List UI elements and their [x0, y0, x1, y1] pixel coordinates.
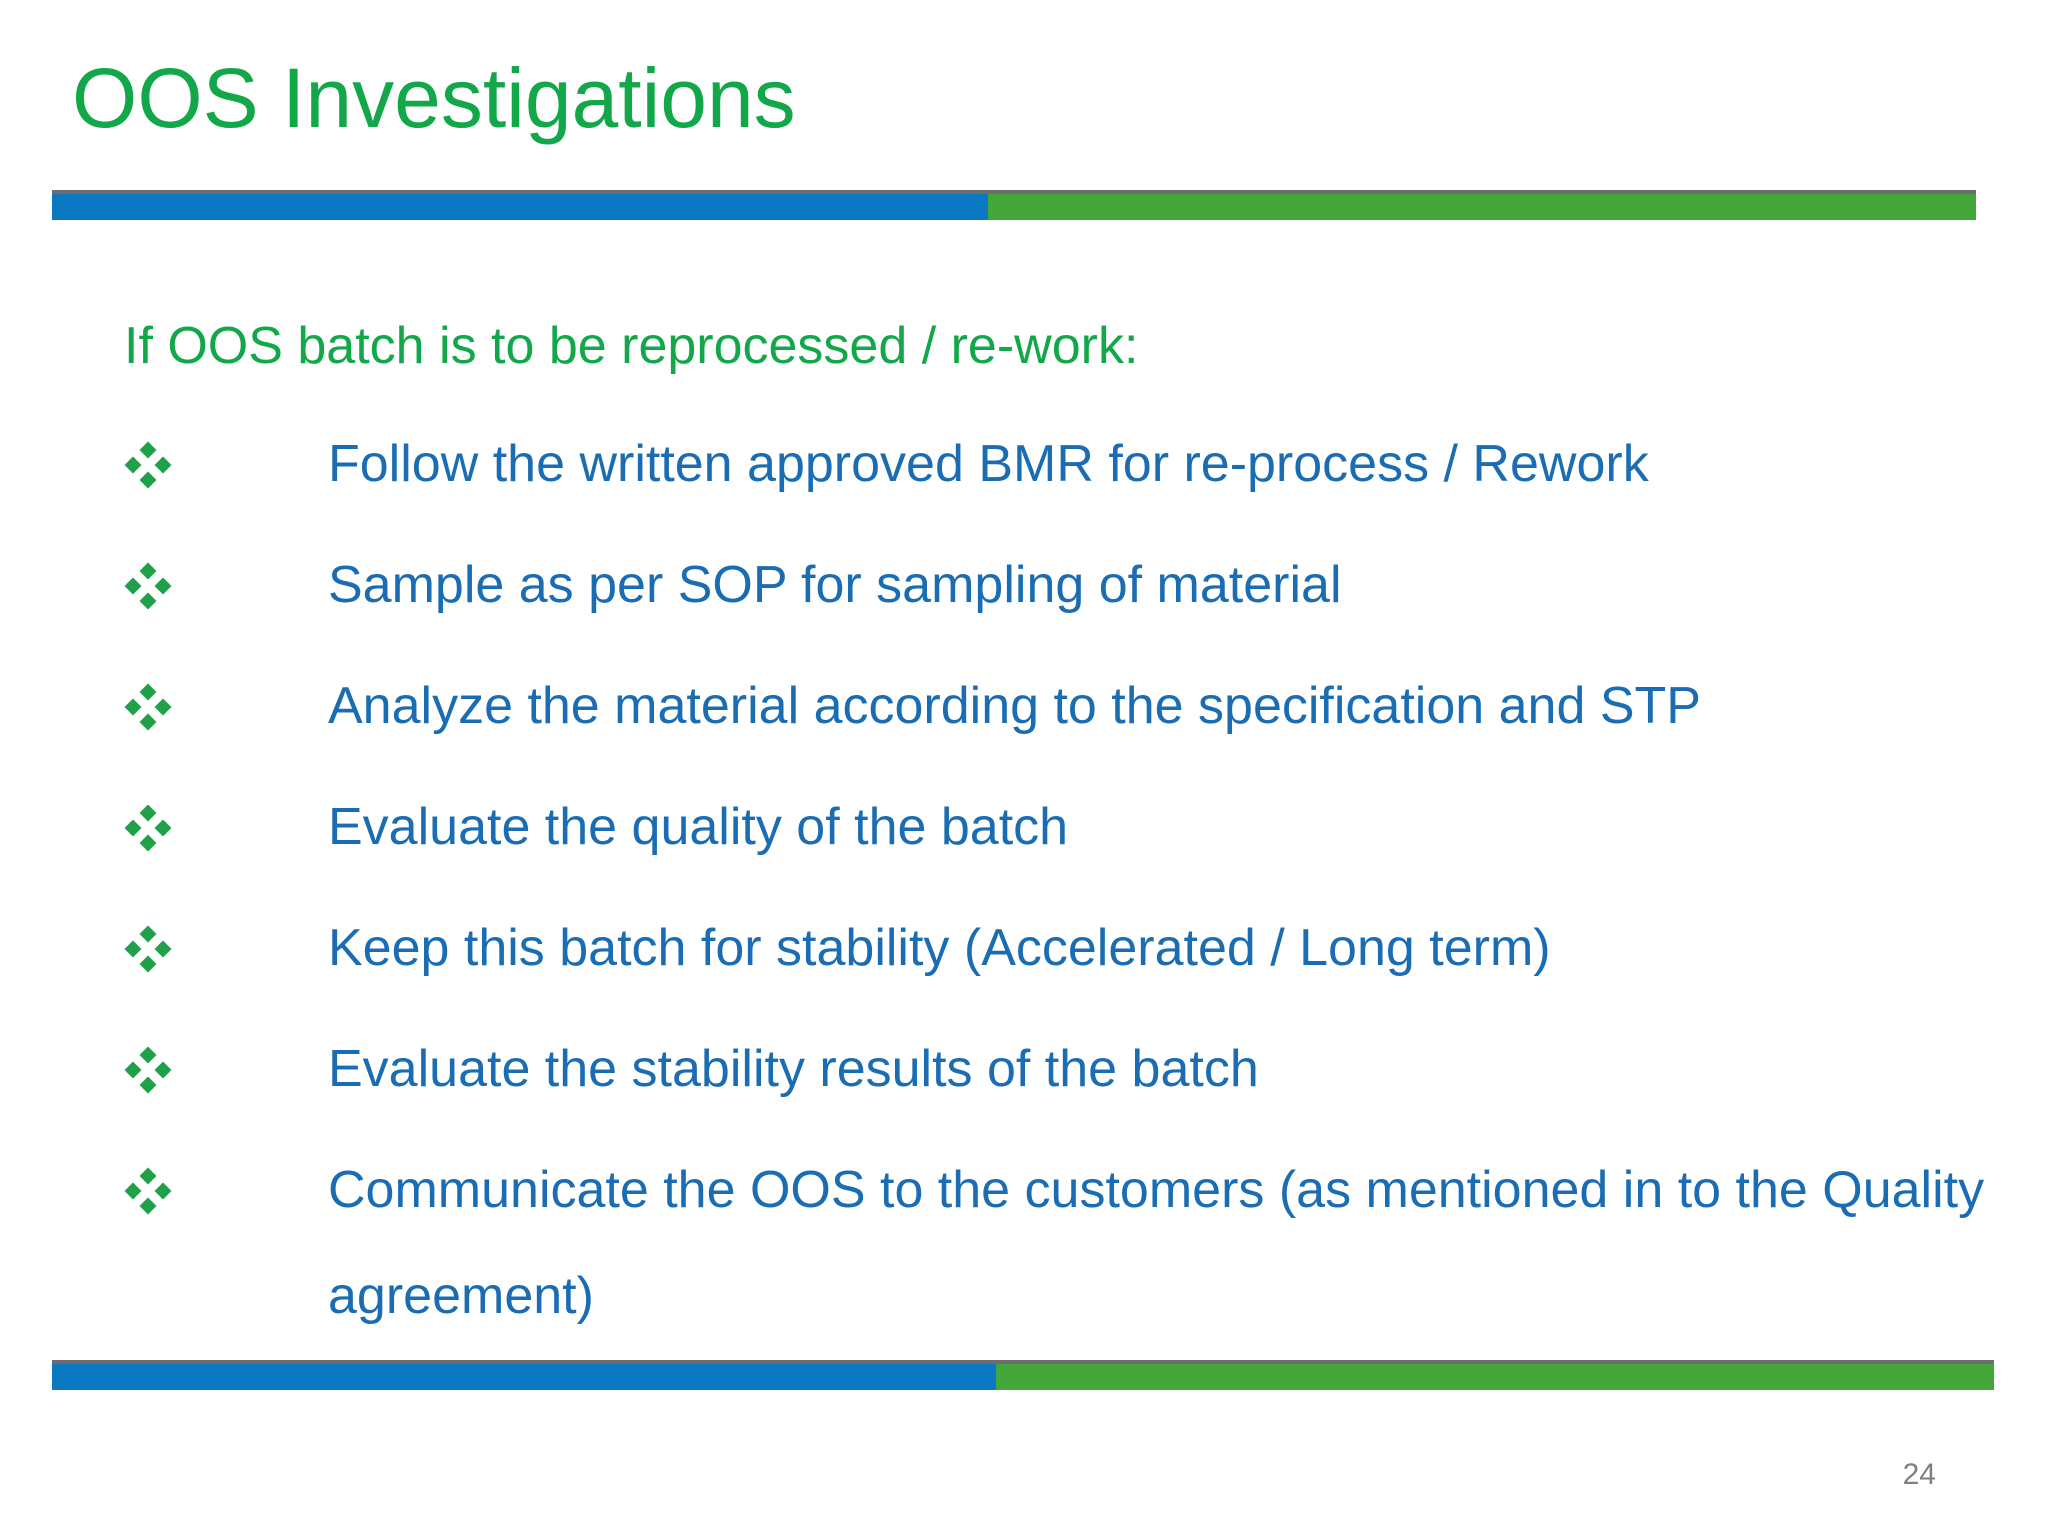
diamond-shape	[139, 592, 157, 610]
diamond-shape	[124, 698, 142, 716]
diamond-shape	[139, 1076, 157, 1094]
diamond-shape	[154, 456, 172, 474]
four-diamond-bullet-icon	[124, 1167, 172, 1215]
diamond-shape	[154, 698, 172, 716]
diamond-shape	[154, 1061, 172, 1079]
four-diamond-bullet-icon	[124, 925, 172, 973]
four-diamond-bullet-icon	[124, 1046, 172, 1094]
diamond-shape	[124, 1182, 142, 1200]
diamond-shape	[139, 925, 157, 943]
diamond-shape	[154, 940, 172, 958]
list-item: Follow the written approved BMR for re-p…	[124, 432, 2024, 553]
bullet-text: Evaluate the quality of the batch	[328, 798, 1069, 856]
slide-title: OOS Investigations	[72, 51, 796, 145]
diamond-shape	[139, 1046, 157, 1064]
divider-green-segment	[996, 1364, 1994, 1390]
diamond-shape	[124, 940, 142, 958]
bullet-text: Communicate the OOS to the customers (as…	[328, 1161, 1985, 1325]
diamond-shape	[139, 471, 157, 489]
bullet-text: Follow the written approved BMR for re-p…	[328, 435, 1649, 493]
bullet-text: Evaluate the stability results of the ba…	[328, 1040, 1259, 1098]
page-number: 24	[1902, 1458, 1936, 1491]
bullet-list: Follow the written approved BMR for re-p…	[124, 432, 2024, 1349]
diamond-shape	[139, 955, 157, 973]
diamond-shape	[139, 713, 157, 731]
diamond-shape	[139, 804, 157, 822]
four-diamond-bullet-icon	[124, 441, 172, 489]
list-item: Keep this batch for stability (Accelerat…	[124, 916, 2024, 1037]
divider-green-segment	[988, 194, 1976, 220]
diamond-shape	[139, 1167, 157, 1185]
bullet-text: Sample as per SOP for sampling of materi…	[328, 556, 1342, 614]
list-item: Evaluate the quality of the batch	[124, 795, 2024, 916]
divider-blue-segment	[52, 194, 988, 220]
four-diamond-bullet-icon	[124, 683, 172, 731]
four-diamond-bullet-icon	[124, 562, 172, 610]
list-item: Sample as per SOP for sampling of materi…	[124, 553, 2024, 674]
diamond-shape	[154, 819, 172, 837]
bullet-text: Analyze the material according to the sp…	[328, 677, 1701, 735]
diamond-shape	[139, 1197, 157, 1215]
list-item: Analyze the material according to the sp…	[124, 674, 2024, 795]
diamond-shape	[124, 1061, 142, 1079]
lead-text: If OOS batch is to be reprocessed / re-w…	[124, 317, 1139, 375]
divider-blue-segment	[52, 1364, 996, 1390]
diamond-shape	[124, 819, 142, 837]
list-item: Evaluate the stability results of the ba…	[124, 1037, 2024, 1158]
diamond-shape	[139, 441, 157, 459]
title-divider	[52, 190, 1976, 220]
diamond-shape	[139, 834, 157, 852]
four-diamond-bullet-icon	[124, 804, 172, 852]
list-item: Communicate the OOS to the customers (as…	[124, 1158, 2024, 1349]
diamond-shape	[124, 456, 142, 474]
diamond-shape	[124, 577, 142, 595]
footer-divider	[52, 1360, 1994, 1390]
bullet-text: Keep this batch for stability (Accelerat…	[328, 919, 1551, 977]
diamond-shape	[154, 577, 172, 595]
diamond-shape	[154, 1182, 172, 1200]
diamond-shape	[139, 562, 157, 580]
diamond-shape	[139, 683, 157, 701]
